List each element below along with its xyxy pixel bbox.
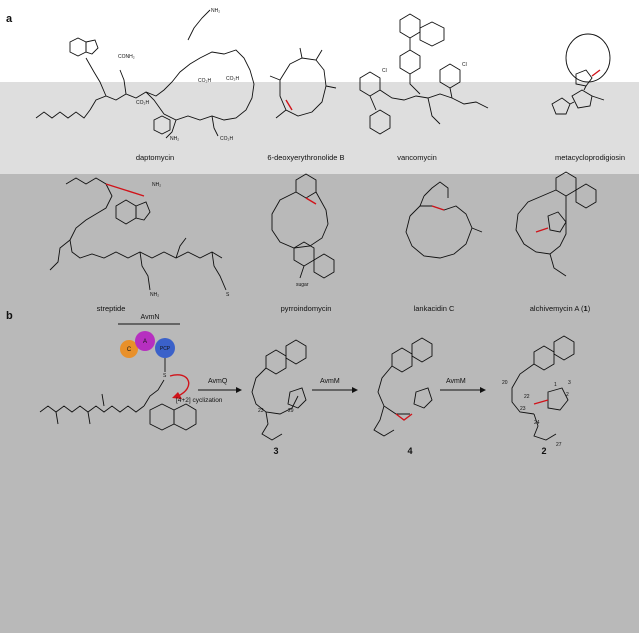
pcp-domain-icon <box>155 338 175 358</box>
a-domain-label: A <box>143 339 147 345</box>
pyrroindomycin-structure: sugar <box>271 173 335 288</box>
pyrroindomycin-name: pyrroindomycin <box>281 304 332 313</box>
nh2-atom-label-top: NH₂ <box>211 8 220 14</box>
linear-precursor-structure <box>39 374 197 431</box>
alchivemycin-structure <box>515 171 597 277</box>
pcp-domain-label: PCP <box>160 346 171 352</box>
alchivemycin-name-text: alchivemycin A ( <box>530 304 584 313</box>
daptomycin-name: daptomycin <box>136 153 174 162</box>
alchivemycin-name: alchivemycin A (1) <box>530 304 591 313</box>
top-background <box>0 0 639 82</box>
panel-label-b: b <box>6 310 13 322</box>
arrow-1-enzyme: AvmQ <box>208 378 228 385</box>
atom-1-label: 1 <box>554 382 557 388</box>
nh2-atom-label-streptide-2: NH₂ <box>150 292 159 298</box>
atom-24-label: 24 <box>534 420 540 426</box>
compound-2-structure: 20 22 23 24 27 2 1 3 <box>502 335 575 448</box>
nh2-atom-label-streptide-1: NH₂ <box>152 182 161 188</box>
cl-atom-label-1: Cl <box>382 68 387 74</box>
streptide-name: streptide <box>97 304 126 313</box>
lankacidin-structure <box>405 181 483 259</box>
arrow-3-enzyme: AvmM <box>446 378 466 385</box>
atom-22-label: 22 <box>524 394 530 400</box>
conh2-atom-label: CONH₂ <box>118 54 135 60</box>
reaction-arrow-3: AvmM <box>440 378 486 393</box>
avmn-label: AvmN <box>141 314 160 321</box>
lankacidin-name: lankacidin C <box>414 304 455 313</box>
atom-23-label-3: 23 <box>258 408 264 414</box>
co2h-atom-label-2: CO₂H <box>198 78 211 84</box>
arrow-2-enzyme: AvmM <box>320 378 340 385</box>
vancomycin-name: vancomycin <box>397 153 437 162</box>
co2h-atom-label-3: CO₂H <box>226 76 239 82</box>
compound-3-structure: 23 29 <box>251 339 307 441</box>
c-domain-label: C <box>127 347 132 353</box>
middle-background <box>0 82 639 174</box>
atom-2-label: 2 <box>566 392 569 398</box>
sugar-atom-label: sugar <box>296 282 309 288</box>
panel-label-a: a <box>6 13 13 25</box>
alchivemycin-number: 1 <box>584 304 588 313</box>
atom-29-label-3: 29 <box>288 408 294 414</box>
compound-4-structure <box>373 337 433 437</box>
atom-3-label: 3 <box>568 380 571 386</box>
metacycloprodigiosin-name: metacycloprodigiosin <box>555 153 625 162</box>
arrow-1-note: [4+2] cyclization <box>176 397 223 404</box>
deoxyerythronolide-structure <box>269 47 337 119</box>
cl-atom-label-2: Cl <box>462 62 467 68</box>
s-atom-label-pcp: S <box>163 373 167 379</box>
streptide-structure: NH₂ NH₂ S <box>49 177 230 298</box>
s-atom-label: S <box>226 292 230 298</box>
nh2-atom-label-bottom: NH₂ <box>170 136 179 142</box>
a-domain-icon <box>135 331 155 351</box>
atom-23-label-2: 23 <box>520 406 526 412</box>
daptomycin-structure: CONH₂ NH₂ CO₂H CO₂H CO₂H NH₂ CO₂H <box>35 8 255 142</box>
alchivemycin-name-suffix: ) <box>588 304 591 313</box>
avmn-enzyme: AvmN C A PCP S <box>118 314 180 379</box>
atom-27-label: 27 <box>556 442 562 448</box>
compound-2-number: 2 <box>541 446 546 456</box>
deoxyerythronolide-name: 6-deoxyerythronolide B <box>267 153 344 162</box>
c-domain-icon <box>120 340 138 358</box>
vancomycin-structure: Cl Cl <box>359 13 489 135</box>
co2h-atom-label-1: CO₂H <box>136 100 149 106</box>
compound-3-number: 3 <box>273 446 278 456</box>
co2h-atom-label-4: CO₂H <box>220 136 233 142</box>
reaction-arrow-2: AvmM <box>312 378 358 393</box>
metacycloprodigiosin-structure <box>551 33 611 115</box>
reaction-arrow-1: AvmQ [4+2] cyclization <box>176 378 242 404</box>
figure-canvas: a CONH₂ NH₂ CO₂H CO₂H CO₂H NH₂ CO₂H dapt… <box>6 8 625 456</box>
compound-4-number: 4 <box>407 446 412 456</box>
atom-20-label: 20 <box>502 380 508 386</box>
